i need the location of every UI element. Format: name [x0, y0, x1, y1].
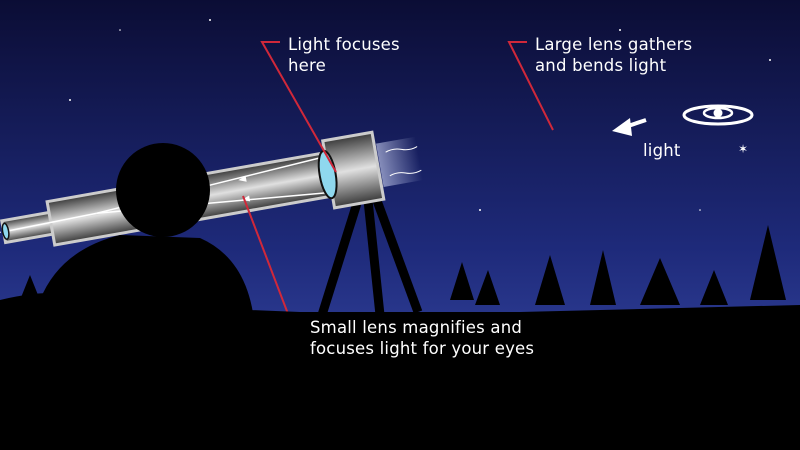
label-line: Light focuses: [288, 35, 400, 54]
tripod: [317, 196, 423, 317]
person-silhouette: [40, 143, 255, 450]
label-line: here: [288, 56, 326, 75]
galaxy-icon: [682, 104, 754, 126]
label-small-lens: Small lens magnifies and focuses light f…: [310, 317, 534, 359]
label-line: and bends light: [535, 56, 667, 75]
label-light: light: [643, 141, 681, 160]
label-line: Large lens gathers: [535, 35, 693, 54]
label-large-lens: Large lens gathers and bends light: [535, 34, 692, 76]
label-focus-point: Light focuses here: [288, 34, 400, 76]
label-line: Small lens magnifies and: [310, 318, 523, 337]
eyepiece-lens: [1, 222, 10, 240]
star-icon: ✶: [738, 142, 748, 156]
label-line: focuses light for your eyes: [310, 339, 535, 358]
incoming-light-arrow: [612, 118, 647, 136]
